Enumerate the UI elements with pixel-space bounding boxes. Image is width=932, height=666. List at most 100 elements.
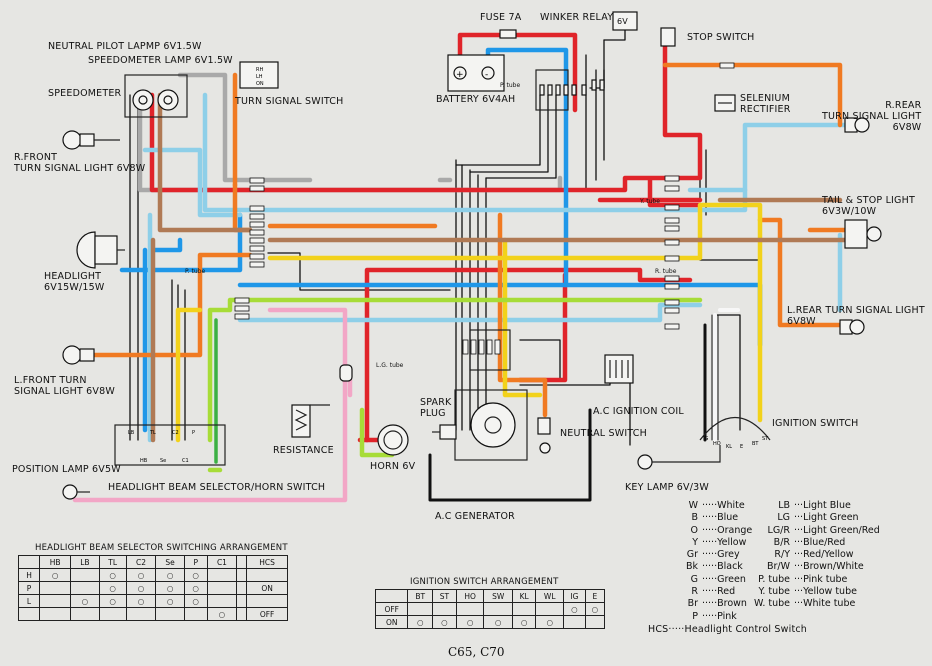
l-front-label: L.FRONT TURN SIGNAL LIGHT 6V8W [14,375,115,397]
legend-row: P·····Pink [692,610,737,622]
legend-row: Br/W···Brown/White [766,561,864,573]
r-front-turn-signal-light [62,130,120,150]
ignition-switch-table: BT ST HO SW KL WL IG E OFF ○○ ON ○○○○○○ [374,589,606,629]
ign-row-label: OFF [374,602,409,616]
resistance-label: RESISTANCE [273,445,334,456]
beam-header: C1 [206,555,238,569]
svg-text:-: - [485,70,488,80]
ign-header: ST [431,589,457,603]
l-front-turn-signal-light [62,345,95,365]
svg-text:Se: Se [160,458,166,464]
ign-row-label: ON [374,615,409,629]
legend-row: Bk·····Black [685,561,743,573]
beam-header: HB [39,555,72,569]
r-rear-label: R.REAR TURN SIGNAL LIGHT 6V8W [822,100,922,133]
legend-right-column: LB···Light Blue LG···Light Green LG/R···… [742,500,880,611]
turn-signal-switch: RH LH ON [239,61,279,89]
stop-switch [660,27,676,47]
ign-header: E [584,589,606,603]
beam-header: TL [98,555,127,569]
legend-row: B·····Blue [691,512,739,524]
fuse-label: FUSE 7A [480,12,522,23]
svg-text:IG: IG [703,436,708,442]
beam-header: HCS [246,555,288,569]
ign-header: IG [563,589,586,603]
white-wire [711,308,740,442]
key-lamp-label: KEY LAMP 6V/3W [625,482,709,493]
black-wire-harness [129,27,761,502]
ign-header: SW [483,589,513,603]
tail-stop-light [844,219,882,249]
beam-row-label: P [17,581,41,595]
beam-row-label: H [17,568,41,582]
svg-text:ST: ST [762,436,769,442]
ignition-switch: IG HO KL E BT ST [699,416,771,450]
tail-stop-label: TAIL & STOP LIGHT 6V3W/10W [822,195,915,217]
hcs-cell: OFF [246,607,288,621]
legend-row: Y·····Yellow [692,536,747,548]
beam-header: Se [155,555,185,569]
legend-row: R·····Red [691,586,736,598]
wire-color-legend: W·····White B·····Blue O·····Orange Y···… [650,500,890,623]
light-green-wire [207,297,703,473]
svg-text:C2: C2 [172,430,179,436]
svg-text:C1: C1 [182,458,189,464]
beam-header [236,555,248,569]
winker-relay-label: WINKER RELAY [540,12,614,23]
legend-row: Y. tube···Yellow tube [758,586,857,598]
svg-text:P: P [192,430,195,436]
beam-header: LB [70,555,100,569]
l-rear-turn-signal-light [839,319,865,335]
turn-signal-switch-label: TURN SIGNAL SWITCH [235,96,344,107]
legend-row: O·····Orange [690,524,753,536]
p-tube-label-left: P. tube [185,268,206,275]
stop-switch-label: STOP SWITCH [687,32,755,43]
spark-plug-label: SPARK PLUG [420,397,452,419]
beam-table-title: HEADLIGHT BEAM SELECTOR SWITCHING ARRANG… [35,543,288,553]
speedometer-lamp-label: SPEEDOMETER LAMP 6V1.5W [88,55,233,66]
svg-text:TL: TL [149,430,156,436]
p-tube-label-top: P. tube [500,82,521,89]
beam-selector-table: HB LB TL C2 Se P C1 HCS H ○○○○○ P ○○○○ O… [17,555,288,621]
selenium-rectifier [714,94,736,112]
ign-header: WL [535,589,565,603]
legend-row: R/Y···Red/Yellow [774,549,854,561]
ign-header: HO [455,589,485,603]
y-tube-label: Y. tube [640,198,660,205]
svg-text:RH: RH [256,67,263,73]
horn-label: HORN 6V [370,461,416,472]
neutral-switch [537,417,551,454]
battery-label: BATTERY 6V4AH [436,94,516,105]
lg-tube-label: L.G. tube [376,362,404,369]
beam-header [17,555,41,569]
svg-text:E: E [740,444,743,450]
ac-ignition-coil [604,354,634,384]
battery: + - [447,54,505,92]
connector-block-top [535,69,605,111]
r-front-label: R.FRONT TURN SIGNAL LIGHT 6V8W [14,152,146,174]
legend-row: Gr·····Grey [686,549,740,561]
l-rear-label: L.REAR TURN SIGNAL LIGHT 6V8W [787,305,925,327]
ign-header: BT [407,589,433,603]
key-lamp [637,445,721,470]
legend-row: B/R···Blue/Red [773,536,846,548]
pink-wire [72,307,353,503]
neutral-switch-label: NEUTRAL SWITCH [560,428,647,439]
legend-row: W. tube···White tube [754,598,856,610]
legend-row: Br·····Brown [687,598,747,610]
hcs-cell [246,568,288,582]
svg-text:+: + [456,70,464,80]
position-lamp [62,484,90,500]
position-lamp-label: POSITION LAMP 6V5W [12,464,121,475]
headlight [76,231,125,269]
beam-selector-switch: LB TL C2 P HB Se C1 [114,424,226,466]
neutral-pilot-label: NEUTRAL PILOT LAPMP 6V1.5W [48,41,202,52]
relay-voltage-label: 6V [617,17,628,26]
model-label: C65, C70 [448,645,505,659]
legend-row: P. tube···Pink tube [758,573,848,585]
svg-text:LB: LB [128,430,135,436]
legend-row: W·····White [688,500,745,511]
ign-table-title: IGNITION SWITCH ARRANGEMENT [410,577,559,587]
fuse [499,29,517,39]
